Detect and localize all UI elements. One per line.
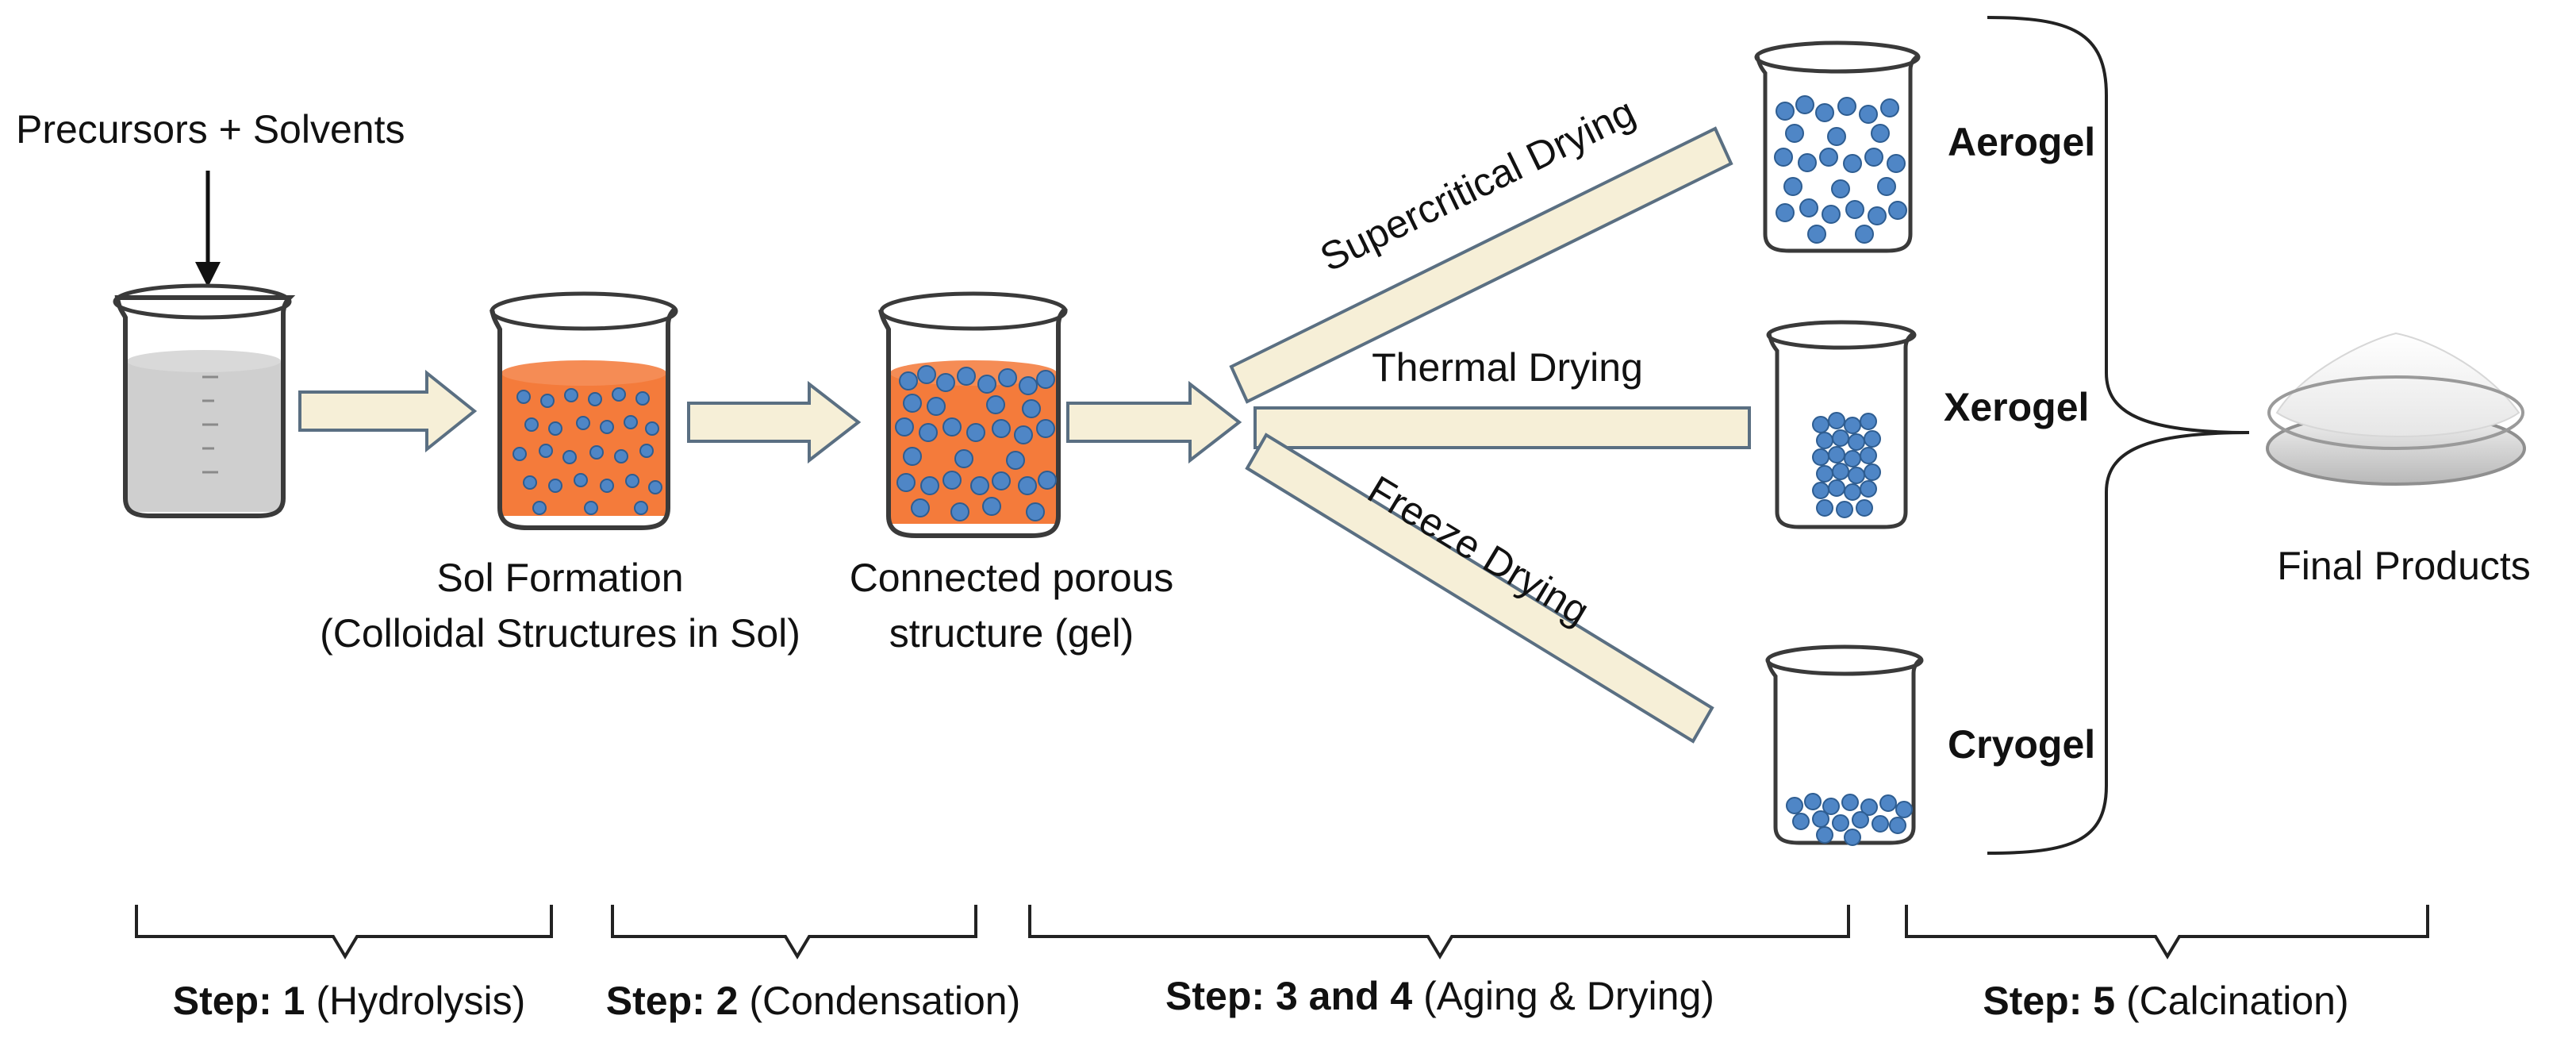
solvent-liquid — [127, 361, 282, 512]
step-2-bold: Step: 2 — [606, 979, 739, 1023]
step-5-desc: (Calcination) — [2115, 979, 2349, 1023]
step-5-bold: Step: 5 — [1983, 979, 2115, 1023]
thermal-drying-bar — [1253, 406, 1751, 449]
step-2-label: Step: 2 (Condensation) — [606, 979, 1020, 1023]
final-products-label: Final Products — [2277, 544, 2531, 588]
step-1-brace — [135, 905, 553, 960]
sol-formation-sublabel: (Colloidal Structures in Sol) — [320, 611, 800, 656]
beaker-precursor-solution — [113, 283, 296, 518]
beaker-cryogel — [1765, 644, 1924, 846]
cryogel-label: Cryogel — [1948, 722, 2095, 767]
beaker-sol-formation — [489, 291, 678, 530]
beaker-aerogel — [1754, 40, 1921, 253]
thermal-drying-label: Thermal Drying — [1372, 345, 1643, 390]
process-arrow-3 — [1066, 380, 1242, 464]
step-5-label: Step: 5 (Calcination) — [1983, 979, 2348, 1023]
step-3-4-bold: Step: 3 and 4 — [1165, 974, 1412, 1018]
sol-formation-label: Sol Formation — [436, 556, 683, 600]
step-1-desc: (Hydrolysis) — [305, 979, 525, 1023]
step-5-brace — [1905, 905, 2429, 960]
step-2-brace — [611, 905, 977, 960]
step-2-desc: (Condensation) — [738, 979, 1020, 1023]
gel-structure-label: Connected porous — [850, 556, 1174, 600]
step-3-4-label: Step: 3 and 4 (Aging & Drying) — [1165, 974, 1714, 1018]
process-arrow-2 — [687, 380, 862, 464]
step-1-bold: Step: 1 — [173, 979, 305, 1023]
supercritical-drying-bar — [1229, 126, 1733, 404]
step-3-4-desc: (Aging & Drying) — [1412, 974, 1714, 1018]
gel-structure-sublabel: structure (gel) — [889, 611, 1134, 656]
step-1-label: Step: 1 (Hydrolysis) — [173, 979, 526, 1023]
final-product-dish — [2266, 332, 2526, 486]
freeze-drying-bar — [1245, 433, 1714, 744]
products-brace — [1987, 16, 2250, 855]
precursors-solvents-label: Precursors + Solvents — [16, 107, 405, 152]
process-arrow-1 — [298, 369, 478, 453]
aerogel-label: Aerogel — [1948, 120, 2095, 164]
xerogel-label: Xerogel — [1944, 385, 2089, 429]
input-arrow-head — [195, 262, 221, 287]
step-3-4-brace — [1028, 905, 1850, 960]
beaker-gel — [878, 291, 1069, 538]
beaker-xerogel — [1766, 320, 1917, 529]
